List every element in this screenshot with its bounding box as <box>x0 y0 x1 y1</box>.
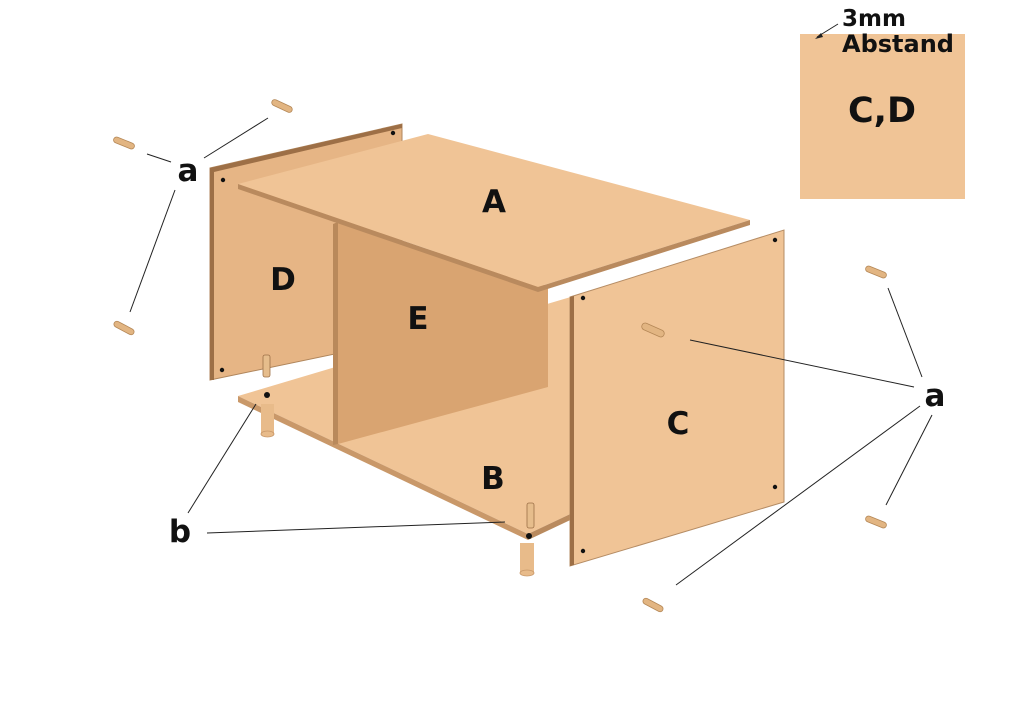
panel-c-hole <box>772 237 778 243</box>
inset-panel <box>800 34 965 199</box>
dowel-icon <box>113 136 135 150</box>
panel-c-edge <box>570 296 574 566</box>
panel-e-face <box>338 222 548 444</box>
panel-a-label: A <box>482 184 506 220</box>
panel-b-hole <box>526 533 532 539</box>
dowel-icon <box>113 320 135 336</box>
panel-a-face <box>238 134 750 287</box>
panel-b-hole <box>264 392 270 398</box>
panel-c-label: C <box>667 406 690 442</box>
inset-panels-label: C,D <box>848 91 916 131</box>
dowels-right <box>641 265 887 613</box>
panel-c-hole <box>580 295 586 301</box>
panel-c-face <box>569 229 785 567</box>
panel-e-edge <box>333 222 338 445</box>
dowel-icon <box>642 597 664 613</box>
foot-callout: b <box>169 514 191 550</box>
dowel-icon <box>641 322 665 338</box>
panel-c <box>569 229 785 567</box>
panel-c-hole <box>772 484 778 490</box>
panel-d-hole <box>390 130 396 136</box>
inset-detail: 3mm Abstand C,D <box>800 6 965 199</box>
dowel-icon <box>271 99 293 113</box>
panel-e <box>333 222 548 445</box>
foot-right <box>519 502 535 577</box>
dowel-callout-right: a <box>925 378 946 414</box>
leader-lines <box>129 117 933 586</box>
panel-c-hole <box>580 548 586 554</box>
inset-gap-value: 3mm <box>842 6 906 32</box>
panel-d-hole <box>220 177 226 183</box>
dowels-left <box>113 99 293 336</box>
panel-e-label: E <box>407 301 428 337</box>
panel-b-front-edge <box>238 396 528 540</box>
dowel-icon <box>865 515 887 529</box>
panel-b-label: B <box>481 461 505 497</box>
dowel-callout-left: a <box>178 153 199 189</box>
panel-a-edge <box>238 184 750 292</box>
panel-a <box>238 134 750 292</box>
panel-d-label: D <box>270 262 296 298</box>
panel-d-hole <box>219 367 225 373</box>
inset-gap-word: Abstand <box>842 30 954 58</box>
inset-arrow-head <box>815 33 823 39</box>
foot-left <box>260 354 275 438</box>
dowel-icon <box>865 265 887 279</box>
